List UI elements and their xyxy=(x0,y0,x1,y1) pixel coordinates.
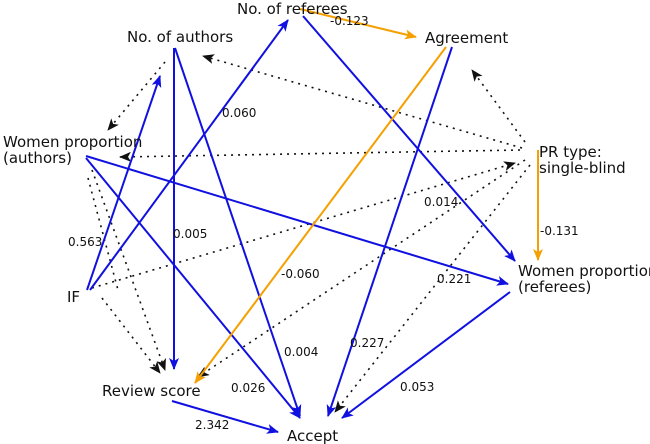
node-women-authors-line2: (authors) xyxy=(3,149,72,167)
edge-women-referees-to-accept xyxy=(341,291,511,419)
edge-review-to-accept xyxy=(171,400,279,434)
node-review-score: Review score xyxy=(102,382,201,400)
node-women-proportion-referees: Women proportion (referees) xyxy=(518,262,650,296)
node-women-referees-line2: (referees) xyxy=(518,278,591,296)
edge-authors-to-women-authors xyxy=(107,61,166,131)
node-accept: Accept xyxy=(287,427,338,444)
label-authors-review: 0.005 xyxy=(173,227,207,241)
label-if-authors: 0.563 xyxy=(68,235,102,249)
label-referees-accept: 0.227 xyxy=(350,336,384,350)
node-if: IF xyxy=(67,288,80,306)
label-if-referees: 0.060 xyxy=(222,106,256,120)
edge-wa-to-if xyxy=(87,177,119,291)
edge-pr-to-agreement xyxy=(471,69,526,143)
edge-agreement-to-accept xyxy=(326,46,453,417)
label-review-accept: 2.342 xyxy=(195,418,229,432)
node-no-of-referees: No. of referees xyxy=(237,0,348,18)
edge-women-authors-to-accept xyxy=(85,157,301,419)
label-pr-review: 0.014 xyxy=(424,195,458,209)
edge-referees-to-agreement xyxy=(299,8,417,40)
edge-if-to-review xyxy=(101,297,161,374)
node-women-proportion-authors: Women proportion (authors) xyxy=(3,133,147,167)
node-women-authors-line1: Women proportion xyxy=(3,133,142,151)
node-pr-type-line2: single-blind xyxy=(539,159,626,177)
node-no-of-authors: No. of authors xyxy=(127,28,233,46)
label-agreement-review: -0.060 xyxy=(281,267,320,281)
edge-agreement-to-review xyxy=(194,46,447,384)
edge-women-authors-to-review xyxy=(91,169,166,371)
edge-if-to-authors xyxy=(86,75,162,291)
node-women-referees-line1: Women proportion xyxy=(518,262,650,280)
node-pr-type: PR type: single-blind xyxy=(539,143,626,177)
node-pr-type-line1: PR type: xyxy=(539,143,602,161)
label-women-referees-accept: 0.053 xyxy=(400,380,434,394)
label-women-authors-women-referees: 0.221 xyxy=(437,272,471,286)
edge-authors-to-accept xyxy=(174,47,302,417)
node-agreement: Agreement xyxy=(425,29,508,47)
edge-pr-to-review xyxy=(197,159,526,378)
label-referees-agreement: -0.123 xyxy=(330,14,369,28)
edge-if-to-referees xyxy=(89,19,289,291)
label-women-authors-accept: 0.026 xyxy=(231,381,265,395)
label-authors-accept: 0.004 xyxy=(284,345,318,359)
label-pr-women-referees: -0.131 xyxy=(540,224,579,238)
edge-referees-to-women-referees xyxy=(302,15,516,262)
edge-women-authors-to-women-referees xyxy=(85,155,509,286)
edge-pr-to-women-authors xyxy=(119,149,521,162)
